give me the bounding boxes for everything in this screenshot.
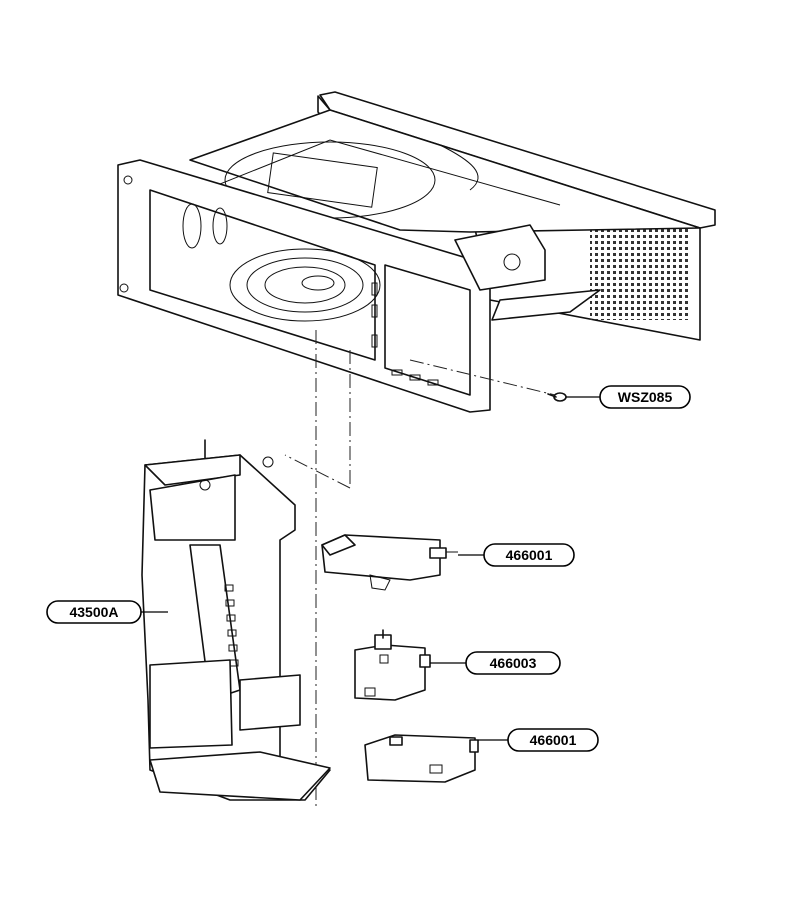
screw	[547, 392, 567, 402]
latch-board-bracket	[141, 439, 331, 801]
callout-43500a: 43500A	[46, 600, 142, 624]
lower-switch	[364, 734, 479, 783]
alignment-lines	[284, 330, 556, 808]
callout-label: 466001	[530, 732, 577, 748]
upper-switch	[321, 534, 458, 591]
callout-label: WSZ085	[618, 389, 673, 405]
callout-label: 43500A	[69, 604, 118, 620]
callout-466001-lower: 466001	[507, 728, 599, 752]
callout-label: 466001	[506, 547, 553, 563]
callout-label: 466003	[490, 655, 537, 671]
middle-switch	[354, 629, 431, 701]
callout-wsz085: WSZ085	[599, 385, 691, 409]
callout-466003: 466003	[465, 651, 561, 675]
oven-cavity-assembly	[117, 91, 716, 413]
callout-466001-upper: 466001	[483, 543, 575, 567]
